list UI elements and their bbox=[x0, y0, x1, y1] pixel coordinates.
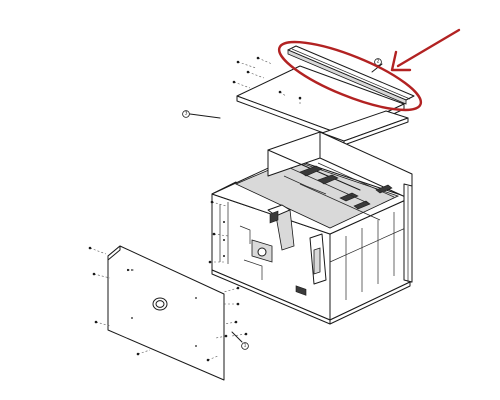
front-panel bbox=[107, 245, 225, 381]
callout-label-top-panel: 3 bbox=[185, 111, 188, 117]
top-trim-bar bbox=[287, 45, 415, 105]
highlight-ellipse bbox=[277, 40, 423, 112]
callout-leaders bbox=[189, 63, 383, 343]
chassis bbox=[211, 131, 413, 325]
highlight-arrow-icon bbox=[390, 50, 412, 72]
callout-front-panel: 1 bbox=[241, 342, 249, 350]
callout-label-front-panel: 1 bbox=[244, 343, 247, 349]
highlight-arrow-shaft bbox=[396, 28, 461, 68]
callout-top-panel: 3 bbox=[182, 110, 190, 118]
fasteners bbox=[88, 56, 302, 362]
callout-label-top-trim: 2 bbox=[377, 59, 380, 65]
highlight-annotation bbox=[277, 28, 461, 112]
